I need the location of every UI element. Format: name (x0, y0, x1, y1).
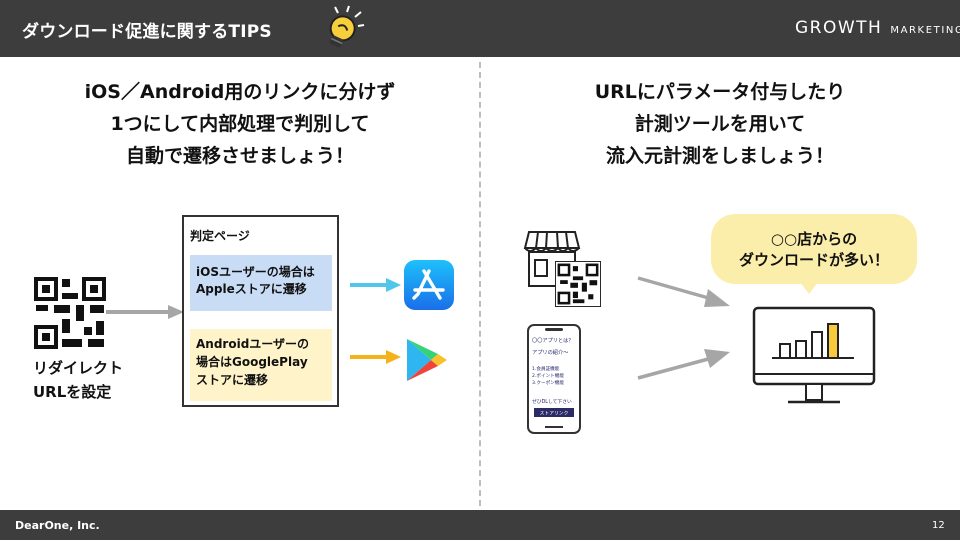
headline-line: URLにパラメータ付与したり (594, 81, 846, 103)
speech-bubble (711, 214, 917, 284)
headline-line: 自動で遷移させましょう！ (125, 145, 354, 167)
headline-line: iOS／Android用のリンクに分けず (84, 81, 396, 103)
monitor-bar (795, 340, 807, 359)
arrow-right-icon (637, 276, 730, 307)
google-play-icon (407, 339, 447, 381)
monitor-bar (811, 331, 823, 359)
arrow-right-icon (350, 278, 401, 292)
header-bar (0, 0, 960, 57)
app-store-icon (404, 260, 454, 310)
monitor-bar (779, 343, 791, 359)
page-number: 12 (932, 520, 945, 531)
qr-code-icon (555, 261, 601, 307)
brand-sub-text: MARKETING (890, 25, 960, 36)
footer-company: DearOne, Inc. (15, 519, 100, 532)
speech-bubble-text: ○○店からの ダウンロードが多い！ (711, 229, 917, 271)
arrow-right-icon (637, 349, 730, 380)
phone-text: 2.ポイント機能 (532, 372, 564, 379)
section-divider (479, 62, 481, 516)
left-headline: iOS／Android用のリンクに分けず 1つにして内部処理で判別して 自動で遷… (40, 76, 440, 172)
speech-bubble-tail (800, 282, 818, 294)
phone-text: 1.会員証機能 (532, 365, 560, 372)
headline-line: 計測ツールを用いて (634, 113, 806, 135)
route-text-line: Androidユーザーの (196, 337, 310, 351)
bubble-line: ○○店からの (770, 230, 858, 248)
label-line: URLを設定 (33, 383, 112, 401)
phone-text: アプリの紹介〜 (532, 348, 568, 356)
page-title: ダウンロード促進に関するTIPS (22, 22, 272, 42)
store-link-button-label: ストアリンク (540, 411, 569, 417)
lightbulb-icon (329, 5, 365, 48)
qr-code-icon (34, 277, 106, 349)
route-text-line: 場合はGooglePlay (196, 355, 308, 369)
right-headline: URLにパラメータ付与したり 計測ツールを用いて 流入元計測をしましょう！ (500, 76, 940, 172)
android-route-box: Androidユーザーの 場合はGooglePlay ストアに遷移 (190, 329, 332, 401)
label-line: リダイレクト (33, 359, 124, 377)
phone-text: ぜひDLして下さい (532, 398, 572, 405)
judgement-page-title: 判定ページ (190, 229, 250, 243)
phone-text: 〇〇アプリとは？ (532, 337, 574, 344)
route-text-line: Appleストアに遷移 (196, 282, 307, 296)
bubble-line: ダウンロードが多い！ (738, 251, 889, 269)
arrow-right-icon (106, 305, 184, 319)
smartphone-icon: 〇〇アプリとは？ アプリの紹介〜 1.会員証機能 2.ポイント機能 3.クーポン… (527, 324, 581, 434)
footer-bar (0, 510, 960, 540)
headline-line: 1つにして内部処理で判別して (110, 113, 370, 135)
phone-text: 3.クーポン機能 (532, 379, 564, 386)
ios-route-box: iOSユーザーの場合は Appleストアに遷移 (190, 255, 332, 311)
route-text-line: iOSユーザーの場合は (196, 265, 315, 279)
monitor-bar (827, 323, 839, 359)
redirect-url-label: リダイレクト URLを設定 (33, 356, 143, 404)
headline-line: 流入元計測をしましょう！ (605, 145, 834, 167)
monitor-chart-icon (752, 306, 876, 404)
route-text-line: ストアに遷移 (196, 373, 269, 387)
brand-logo: GROWTH MARKETING (795, 18, 960, 38)
brand-main-text: GROWTH (795, 18, 883, 38)
arrow-right-icon (350, 350, 401, 364)
